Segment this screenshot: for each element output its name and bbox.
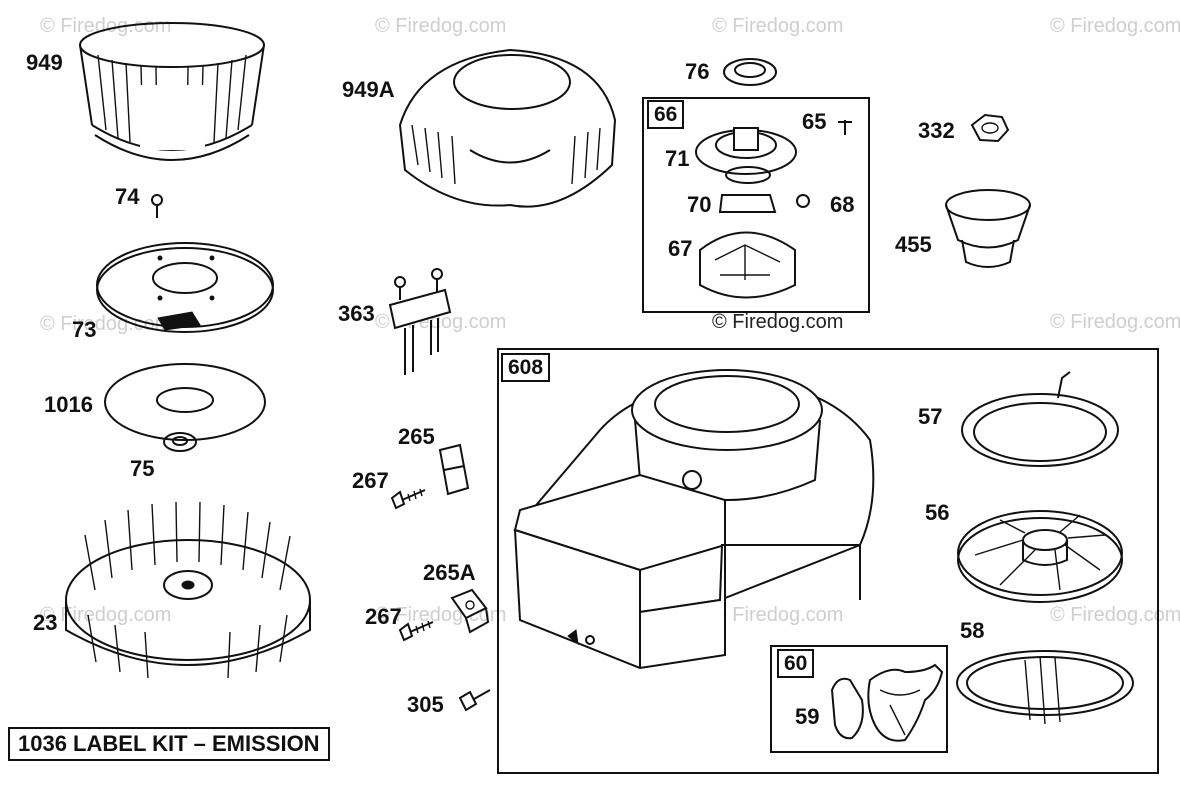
- part-363-bracket-shape: [388, 268, 452, 375]
- label-73: 73: [72, 317, 97, 342]
- watermark: © Firedog.com: [1050, 604, 1180, 626]
- label-332: 332: [918, 118, 955, 143]
- label-75: 75: [130, 456, 155, 481]
- part-58-rope-shape: [956, 650, 1134, 725]
- label-267: 267: [365, 604, 402, 629]
- part-455-cup-shape: [945, 189, 1031, 268]
- label-70: 70: [687, 192, 712, 217]
- watermark: © Firedog.com: [40, 313, 172, 335]
- label-67: 67: [668, 236, 693, 261]
- part-75-washer-shape: [163, 432, 197, 452]
- label-68: 68: [830, 192, 855, 217]
- label-59: 59: [795, 704, 820, 729]
- label-363: 363: [338, 301, 375, 326]
- watermark: © Firedog.com: [712, 311, 844, 333]
- part-305-screw-shape: [458, 689, 491, 712]
- part-267-screw-shape: [390, 488, 426, 510]
- kit-note-label: 1036 LABEL KIT – EMISSION: [8, 727, 330, 761]
- label-1016: 1016: [44, 392, 93, 417]
- label-267: 267: [352, 468, 389, 493]
- part-267-screw-shape: [398, 620, 434, 642]
- part-265-clip-shape: [438, 443, 470, 496]
- label-76: 76: [685, 59, 710, 84]
- part-949-grille-shape: [79, 22, 265, 161]
- part-76-ring-shape: [723, 58, 777, 86]
- label-265A: 265A: [423, 560, 476, 585]
- part-73-plate-shape: [96, 242, 274, 333]
- part-1016-washer-shape: [104, 363, 266, 441]
- part-949A-cover-shape: [398, 48, 617, 208]
- label-71: 71: [665, 146, 690, 171]
- label-60: 60: [777, 649, 815, 678]
- watermark: © Firedog.com: [40, 15, 172, 37]
- assembly-frame-608: [497, 348, 1159, 774]
- label-949A: 949A: [342, 77, 395, 102]
- part-23-flywheel-shape: [65, 501, 311, 679]
- watermark: © Firedog.com: [712, 15, 844, 37]
- part-56-pulley-shape: [957, 510, 1123, 603]
- label-265: 265: [398, 424, 435, 449]
- label-66: 66: [647, 100, 685, 129]
- watermark: © Firedog.com: [1050, 311, 1180, 333]
- watermark: © Firedog.com: [1050, 15, 1180, 37]
- label-74: 74: [115, 184, 140, 209]
- label-23: 23: [33, 610, 58, 635]
- label-65: 65: [802, 109, 827, 134]
- part-265A-clip-shape: [450, 588, 490, 634]
- label-949: 949: [26, 50, 63, 75]
- label-608: 608: [501, 353, 551, 382]
- label-58: 58: [960, 618, 985, 643]
- label-455: 455: [895, 232, 932, 257]
- label-57: 57: [918, 404, 943, 429]
- label-56: 56: [925, 500, 950, 525]
- kit-frame-60: [770, 645, 948, 753]
- part-332-nut-shape: [970, 113, 1010, 143]
- part-608-housing-shape: [513, 369, 875, 670]
- part-66-kit-shapes: [695, 120, 852, 299]
- part-57-spring-shape: [961, 371, 1119, 467]
- part-74-screw-shape: [151, 194, 163, 218]
- watermark: © Firedog.com: [375, 15, 507, 37]
- watermark: © Firedog.com: [712, 604, 844, 626]
- kit-frame-66: [642, 97, 870, 313]
- label-305: 305: [407, 692, 444, 717]
- part-59-handle-shape: [830, 663, 944, 742]
